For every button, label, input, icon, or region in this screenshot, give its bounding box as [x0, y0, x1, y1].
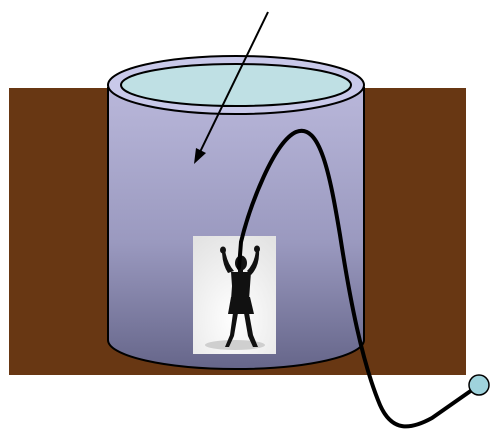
water-surface [121, 64, 351, 106]
bobber [469, 375, 489, 395]
person-photo [193, 236, 276, 354]
